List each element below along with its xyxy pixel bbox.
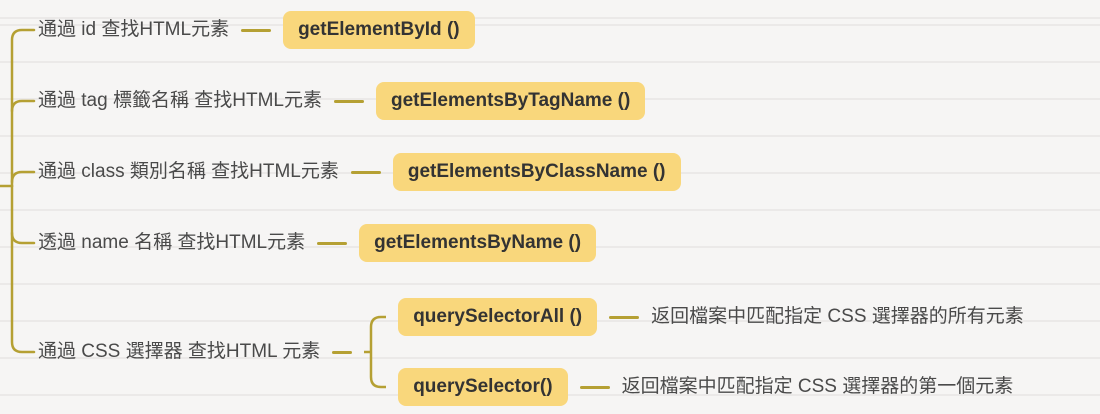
branch-row: 通過 class 類別名稱 查找HTML元素 getElementsByClas… (38, 153, 681, 191)
connector-dash (241, 28, 272, 32)
child-branch-row: querySelectorAll () 返回檔案中匹配指定 CSS 選擇器的所有… (398, 298, 1024, 336)
branch-label: 透過 name 名稱 查找HTML元素 (38, 232, 306, 253)
branch-line-3 (10, 170, 36, 184)
branch-label: 通過 CSS 選擇器 查找HTML 元素 (38, 341, 321, 362)
child-branches: querySelectorAll () 返回檔案中匹配指定 CSS 選擇器的所有… (398, 298, 1024, 406)
branch-row: 通過 id 查找HTML元素 getElementById () (38, 11, 475, 49)
child-branch-row: querySelector() 返回檔案中匹配指定 CSS 選擇器的第一個元素 (398, 368, 1024, 406)
connector-dash (317, 241, 348, 245)
branch-line-2 (10, 99, 36, 113)
branch-row: 透過 name 名稱 查找HTML元素 getElementsByName () (38, 224, 597, 262)
method-chip: getElementsByClassName () (392, 153, 681, 191)
branch-label: 通過 tag 標籤名稱 查找HTML元素 (38, 90, 322, 111)
connector-dash (609, 315, 640, 319)
branch-label: 通過 class 類別名稱 查找HTML元素 (38, 161, 339, 182)
branch-line-1 (10, 28, 36, 188)
method-chip: getElementsByName () (359, 224, 597, 262)
method-chip: querySelector() (398, 368, 568, 406)
branch-label: 通過 id 查找HTML元素 (38, 19, 230, 40)
branch-row: 通過 tag 標籤名稱 查找HTML元素 getElementsByTagNam… (38, 82, 646, 120)
connector-dash (333, 99, 364, 103)
method-chip: getElementsByTagName () (375, 82, 646, 120)
method-description: 返回檔案中匹配指定 CSS 選擇器的所有元素 (651, 306, 1024, 327)
method-chip: querySelectorAll () (398, 298, 598, 336)
split-connector (364, 315, 387, 389)
method-chip: getElementById () (283, 11, 475, 49)
connector-dash (350, 170, 381, 174)
connector-dash (579, 385, 610, 389)
method-description: 返回檔案中匹配指定 CSS 選擇器的第一個元素 (621, 376, 1014, 397)
branch-line-5 (10, 184, 36, 354)
branch-row: 通過 CSS 選擇器 查找HTML 元素 querySelectorAll ()… (38, 298, 1024, 406)
connector-dash (332, 350, 353, 354)
branch-line-4 (10, 231, 36, 245)
